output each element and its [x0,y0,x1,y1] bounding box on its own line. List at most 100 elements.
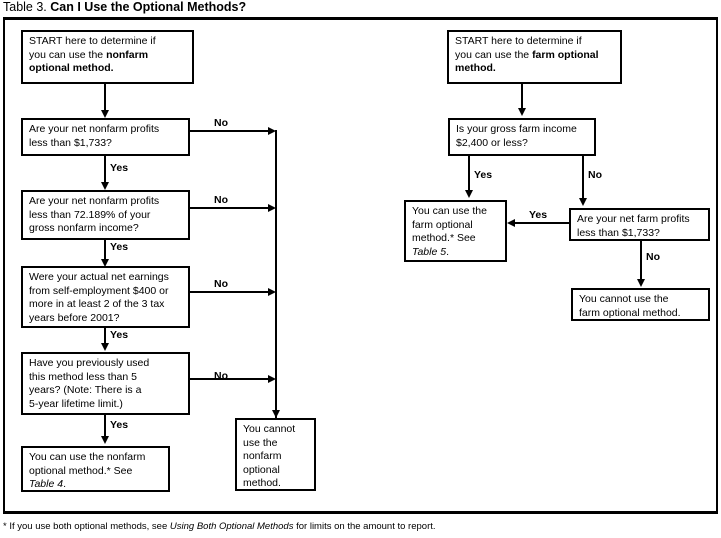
nonfarm-q2-line2: less than 72.189% of your [29,208,151,221]
chart-frame [3,17,718,514]
farm-start-line2-plain: you can use the [455,48,533,61]
arrow-nonfarm-q2-no [268,203,276,212]
edge-label-nonfarm-q1-no: No [214,117,228,129]
arrow-nonfarm-start-q1 [100,110,109,118]
nonfarm-q3-line2: from self-employment $400 or [29,284,169,297]
nonfarm-start-line1: START here to determine if [29,35,156,47]
farm-result-table-ref: Table 5 [412,245,447,258]
arrow-farm-q2-yes [507,218,515,227]
nonfarm-question-2-box: Are your net nonfarm profits less than 7… [21,190,190,240]
nonfarm-q1-line2: less than $1,733? [29,136,112,149]
connector-nonfarm-q2-q3 [104,240,106,263]
nonfarm-result-line3-tail: . [63,478,66,491]
arrow-farm-start-q1 [517,108,526,116]
nonfarm-q4-line2: this method less than 5 [29,370,137,383]
farm-result-line1: You can use the [412,205,487,217]
farm-result-line3: method.* See [412,232,476,245]
farm-start-line3: method. [455,62,496,75]
edge-label-nonfarm-q1-yes: Yes [110,162,129,174]
title-main: Can I Use the Optional Methods? [50,0,247,14]
arrow-nonfarm-q1-q2 [100,182,109,190]
nonfarm-q3-line3: more in at least 2 of the 3 tax [29,298,165,311]
farm-q1-line2: $2,400 or less? [456,136,528,149]
nonfarm-no-result-line1: You cannot [243,423,296,435]
connector-nonfarm-q1-no [190,130,270,132]
nonfarm-result-line3: Table 4. [29,478,163,491]
connector-farm-q2-yes [515,222,569,224]
footnote-italic-ref: Using Both Optional Methods [169,521,294,532]
nonfarm-start-line2: you can use the nonfarm [29,49,187,63]
footnote: * If you use both optional methods, see … [3,521,436,533]
connector-nonfarm-q4-no [190,378,270,380]
nonfarm-q4-line1: Have you previously used [29,357,150,369]
nonfarm-start-line2-plain: you can use the [29,48,107,61]
connector-farm-q1-yes [468,156,470,192]
arrow-nonfarm-q4-result [100,436,109,444]
nonfarm-question-4-box: Have you previously used this method les… [21,352,190,415]
edge-label-nonfarm-q2-yes: Yes [110,241,129,253]
farm-no-result-line1: You cannot use the [579,293,669,305]
nonfarm-q4-line3: years? (Note: There is a [29,384,142,397]
arrow-nonfarm-no-collector [271,410,280,418]
farm-start-line1: START here to determine if [455,35,582,47]
nonfarm-result-table-ref: Table 4 [29,478,64,491]
arrow-nonfarm-q3-q4 [100,343,109,351]
arrow-nonfarm-q3-no [268,287,276,296]
connector-nonfarm-no-collector [275,130,277,418]
nonfarm-q3-line1: Were your actual net earnings [29,271,169,283]
farm-result-line4: Table 5. [412,246,500,260]
farm-no-result-line2: farm optional method. [579,306,681,319]
connector-farm-q2-no [640,241,642,281]
connector-farm-start-q1 [521,84,523,110]
edge-label-nonfarm-q4-no: No [214,370,228,382]
edge-label-nonfarm-q3-no: No [214,278,228,290]
nonfarm-q4-line4: 5-year lifetime limit.) [29,397,123,410]
edge-label-farm-q2-no: No [646,251,660,263]
nonfarm-result-line1: You can use the nonfarm [29,451,146,463]
farm-start-box: START here to determine if you can use t… [447,30,622,84]
farm-result-line4-tail: . [446,245,449,258]
arrow-nonfarm-q1-no [268,126,276,135]
title-prefix: Table 3. [3,0,47,14]
arrow-farm-q2-no [636,279,645,287]
farm-start-line2-bold: farm optional [532,48,599,61]
connector-nonfarm-q4-result [104,415,106,438]
connector-nonfarm-q3-q4 [104,328,106,345]
footnote-lead: * If you use both optional methods, see [3,521,170,532]
nonfarm-start-line2-bold: nonfarm [106,48,149,61]
nonfarm-no-result-line5: method. [243,477,281,490]
farm-question-2-box: Are your net farm profits less than $1,7… [569,208,710,241]
farm-q2-line2: less than $1,733? [577,226,660,239]
nonfarm-no-result-line2: use the [243,436,278,449]
edge-label-farm-q1-yes: Yes [474,169,493,181]
connector-nonfarm-start-q1 [104,84,106,112]
nonfarm-question-1-box: Are your net nonfarm profits less than $… [21,118,190,156]
edge-label-nonfarm-q2-no: No [214,194,228,206]
nonfarm-q1-line1: Are your net nonfarm profits [29,123,160,135]
nonfarm-q2-line1: Are your net nonfarm profits [29,195,160,207]
farm-question-1-box: Is your gross farm income $2,400 or less… [448,118,596,156]
nonfarm-no-result-line4: optional [243,463,280,476]
nonfarm-start-line3: optional method. [29,62,114,75]
connector-nonfarm-q3-no [190,291,270,293]
page-title: Table 3. Can I Use the Optional Methods? [3,0,246,15]
edge-label-farm-q1-no: No [588,169,602,181]
arrow-nonfarm-q4-no [268,374,276,383]
connector-nonfarm-q2-no [190,207,270,209]
arrow-nonfarm-q2-q3 [100,259,109,267]
farm-no-result-box: You cannot use the farm optional method. [571,288,710,321]
farm-yes-result-box: You can use the farm optional method.* S… [404,200,507,262]
arrow-farm-q1-yes [464,190,473,198]
nonfarm-start-box: START here to determine if you can use t… [21,30,194,84]
nonfarm-no-result-box: You cannot use the nonfarm optional meth… [235,418,316,491]
nonfarm-question-3-box: Were your actual net earnings from self-… [21,266,190,328]
footnote-tail: for limits on the amount to report. [293,521,436,532]
nonfarm-q3-line4: years before 2001? [29,311,120,324]
connector-nonfarm-q1-q2 [104,156,106,184]
nonfarm-no-result-line3: nonfarm [243,450,282,463]
nonfarm-result-line2: optional method.* See [29,464,133,477]
edge-label-farm-q2-yes: Yes [529,209,548,221]
farm-start-line2: you can use the farm optional [455,49,615,63]
nonfarm-yes-result-box: You can use the nonfarm optional method.… [21,446,170,492]
